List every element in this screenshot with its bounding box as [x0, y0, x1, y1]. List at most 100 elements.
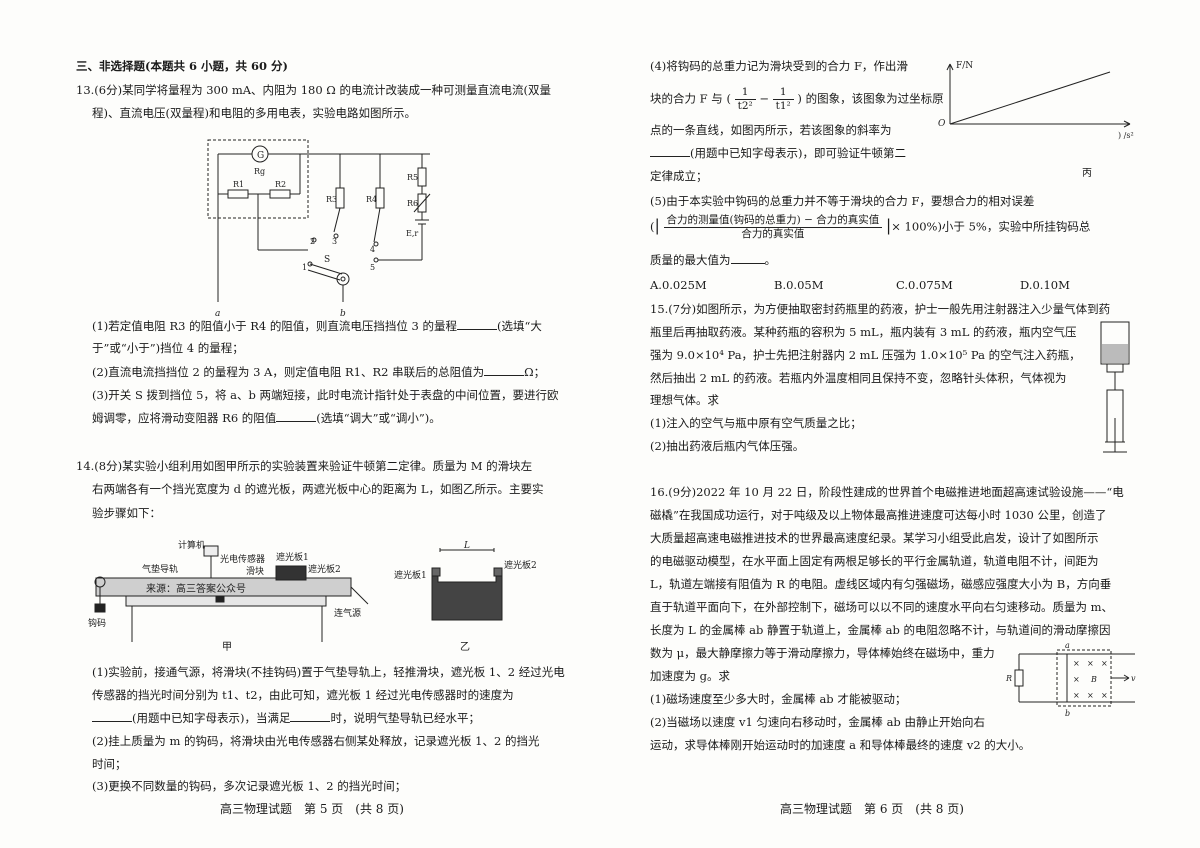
section-title: 三、非选择题(本题共 6 小题，共 60 分)	[76, 59, 288, 73]
label-g: G	[257, 151, 264, 161]
q14-s5-c: 质量的最大值为。	[650, 253, 776, 267]
left-page: 三、非选择题(本题共 6 小题，共 60 分) 13.(6分)某同学将量程为 3…	[76, 59, 565, 816]
caption-jia: 甲	[222, 642, 232, 653]
label-r2: R2	[275, 180, 286, 189]
rails-label-v: v	[1131, 674, 1136, 683]
q16-line3: 大质量超高速电磁推进技术的世界最高速度纪录。某学习小组受此启发，设计了如图所示	[650, 531, 1099, 545]
q14-sub2: (2)挂上质量为 m 的钩码，将滑块由光电传感器右侧某处释放，记录遮光板 1、2…	[92, 734, 540, 748]
label-p5: 5	[370, 263, 375, 272]
rails-label-r: R	[1005, 674, 1012, 683]
field-x: ×	[1087, 691, 1094, 700]
rails-label-b: b	[1065, 709, 1070, 718]
rails-label-b-field: B	[1090, 675, 1097, 684]
fig-plate1: 遮光板1	[276, 551, 309, 563]
fig-air: 连气源	[334, 607, 361, 619]
option-d: D.0.10M	[1020, 278, 1070, 292]
q16-sub1: (1)磁场速度至少多大时，金属棒 ab 才能被驱动；	[650, 692, 907, 706]
q14-s4-d: (用题中已知字母表示)，即可验证牛顿第二	[650, 145, 906, 161]
q13-line2: 程)、直流电压(双量程)和电阻的多用电表，实验电路如图所示。	[92, 106, 416, 120]
option-c: C.0.075M	[896, 278, 953, 292]
fig-plate2: 遮光板2	[308, 563, 341, 575]
field-x: ×	[1101, 659, 1108, 668]
option-b: B.0.05M	[774, 278, 824, 292]
label-b: b	[340, 309, 346, 319]
label-r4: R4	[366, 195, 377, 204]
graph-xlabel: ) /s²	[1118, 131, 1134, 140]
q16-line9: 加速度为 g。求	[650, 669, 731, 683]
label-s: S	[324, 255, 330, 265]
q15-sub1: (1)注入的空气与瓶中原有空气质量之比；	[650, 416, 862, 430]
q14-sub3: (3)更换不同数量的钩码，多次记录遮光板 1、2 的挡光时间；	[92, 779, 407, 793]
q16-line8: 数为 μ，最大静摩擦力等于滑动摩擦力，导体棒始终在磁场中，重力	[650, 646, 995, 660]
caption-yi: 乙	[460, 642, 470, 653]
label-p3: 3	[332, 237, 337, 246]
fig-computer: 计算机	[178, 539, 205, 551]
q15-line3: 强为 9.0×10⁴ Pa，护士先把注射器内 2 mL 压强为 1.0×10⁵ …	[650, 348, 1081, 362]
q13-sub3: (3)开关 S 拨到挡位 5，将 a、b 两端短接，此时电流计指针处于表盘的中间…	[92, 388, 559, 402]
q16-line4: 的电磁驱动模型，在水平面上固定有两根足够长的平行金属轨道，轨道电阻不计，间距为	[650, 554, 1099, 568]
label-p2: 2	[310, 237, 315, 246]
field-x: ×	[1073, 691, 1080, 700]
q16-line2: 磁橇”在我国成功运行，对于吨级及以上物体最高推进速度可达每小时 1030 公里，…	[650, 508, 1107, 522]
q14-sub2-b: 时间；	[92, 757, 127, 771]
field-x: ×	[1101, 691, 1108, 700]
field-x: ×	[1073, 675, 1080, 684]
q14-s5-b: (| 合力的测量值(钩码的总重力) − 合力的真实值合力的真实值 |× 100%…	[650, 214, 1091, 240]
q13-sub1: (1)若定值电阻 R3 的阻值小于 R4 的阻值，则直流电压挡挡位 3 的量程(…	[92, 319, 542, 333]
caption-bing: 丙	[1082, 168, 1092, 179]
q15-line4: 然后抽出 2 mL 的药液。若瓶内外温度相同且保持不变，忽略针头体积，气体视为	[650, 371, 1067, 385]
graph-ylabel: F/N	[956, 61, 973, 71]
option-a: A.0.025M	[650, 278, 707, 292]
q16-rails-figure: a b R B v × × × × × × ×	[1005, 641, 1136, 718]
label-p4: 4	[370, 245, 375, 254]
q14-s4-a: (4)将钩码的总重力记为滑块受到的合力 F，作出滑	[650, 59, 908, 73]
fig-watermark: 来源：高三答案公众号	[146, 582, 246, 595]
fig-sensor: 光电传感器	[220, 553, 265, 565]
fig-yi-plate1: 遮光板1	[394, 569, 427, 581]
q14-sub1: (1)实验前，接通气源，将滑块(不挂钩码)置于气垫导轨上，轻推滑块，遮光板 1、…	[92, 665, 565, 679]
q15-line2: 瓶里后再抽取药液。某种药瓶的容积为 5 mL，瓶内装有 3 mL 的药液，瓶内空…	[650, 325, 1077, 339]
q13-sub1-cont: 于”或“小于”)挡位 4 的量程；	[92, 341, 244, 355]
q14-line3: 验步骤如下：	[92, 506, 161, 520]
q13-sub3-cont: 姆调零，应将滑动变阻器 R6 的阻值(选填“调大”或“调小”)。	[92, 411, 441, 425]
q16-sub2-b: 运动，求导体棒刚开始运动时的加速度 a 和导体棒最终的速度 v2 的大小。	[650, 738, 1031, 752]
q16-line7: 长度为 L 的金属棒 ab 静置于轨道上，金属棒 ab 的电阻忽略不计，与轨道间…	[650, 623, 1111, 637]
q14-sub1-c: (用题中已知字母表示)，当满足时，说明气垫导轨已经水平；	[92, 710, 480, 726]
q14-figure-jia: 计算机 光电传感器 遮光板1 遮光板2 气垫导轨 滑块 来源：高三答案公众号 连…	[88, 539, 369, 642]
label-a: a	[215, 309, 220, 319]
label-r1: R1	[233, 180, 244, 189]
q14-s4-e: 定律成立；	[650, 169, 708, 183]
label-r5: R5	[407, 173, 418, 182]
q14-s4-c: 点的一条直线，如图丙所示，若该图象的斜率为	[650, 123, 892, 137]
field-x: ×	[1073, 659, 1080, 668]
fig-yi-plate2: 遮光板2	[504, 559, 537, 571]
q13-line1: 13.(6分)某同学将量程为 300 mA、内阻为 180 Ω 的电流计改装成一…	[76, 83, 551, 97]
fig-slider: 滑块	[246, 565, 264, 577]
q14-line1: 14.(8分)某实验小组利用如图甲所示的实验装置来验证牛顿第二定律。质量为 M …	[76, 459, 533, 473]
q14-s5-a: (5)由于本实验中钩码的总重力并不等于滑块的合力 F，要想合力的相对误差	[650, 194, 1035, 208]
q14-sub1-b: 传感器的挡光时间分别为 t1、t2，由此可知，遮光板 1 经过光电传感器时的速度…	[92, 688, 514, 702]
label-r3: R3	[326, 195, 337, 204]
q15-sub2: (2)抽出药液后瓶内气体压强。	[650, 439, 805, 453]
q15-vial-syringe-figure	[1100, 321, 1130, 453]
label-er: E,r	[406, 229, 418, 238]
q16-line1: 16.(9分)2022 年 10 月 22 日，阶段性建成的世界首个电磁推进地面…	[650, 485, 1124, 499]
right-footer: 高三物理试题 第 6 页 (共 8 页)	[780, 802, 964, 816]
field-x: ×	[1087, 659, 1094, 668]
q13-sub2: (2)直流电流挡挡位 2 的量程为 3 A，则定值电阻 R1、R2 串联后的总阻…	[92, 365, 546, 379]
q15-line1: 15.(7分)如图所示，为方便抽取密封药瓶里的药液，护士一般先用注射器注入少量气…	[650, 302, 1111, 316]
label-rg: Rg	[254, 167, 265, 176]
q14-line2: 右两端各有一个挡光宽度为 d 的遮光板，两遮光板中心的距离为 L，如图乙所示。主…	[92, 482, 544, 496]
left-footer: 高三物理试题 第 5 页 (共 8 页)	[220, 802, 404, 816]
rails-label-a: a	[1065, 641, 1070, 650]
q16-line6: 直于轨道平面向下，在外部控制下，磁场可以以不同的速度水平向右匀速移动。质量为 m…	[650, 600, 1114, 614]
q16-sub2-a: (2)当磁场以速度 v1 匀速向右移动时，金属棒 ab 由静止开始向右	[650, 715, 985, 729]
q16-line5: L，轨道左端接有阻值为 R 的电阻。虚线区域内有匀强磁场，磁感应强度大小为 B，…	[650, 577, 1112, 591]
q14-graph-bing: F/N O ) /s²	[938, 61, 1134, 140]
label-p1: 1	[302, 263, 307, 272]
fig-yi-L: L	[463, 541, 470, 551]
q15-line5: 理想气体。求	[650, 393, 719, 407]
label-r6: R6	[407, 199, 418, 208]
